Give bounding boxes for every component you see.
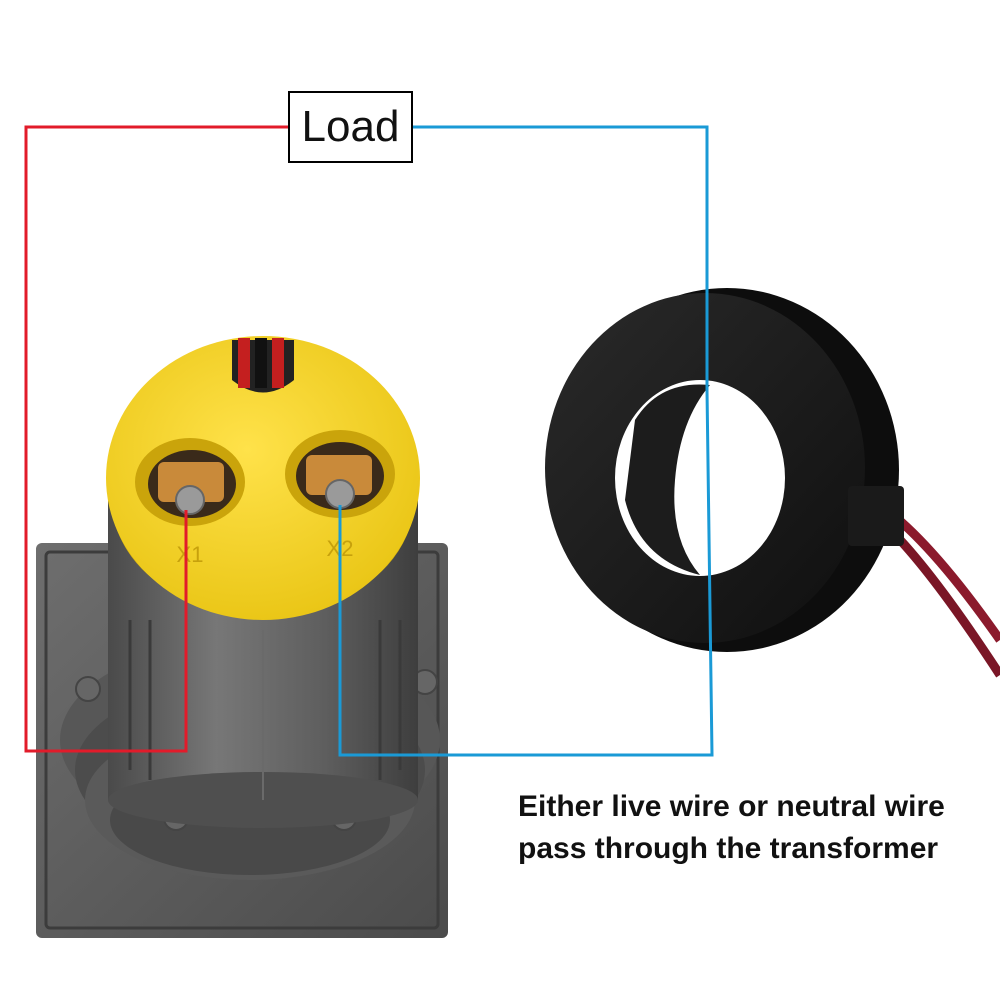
meter-yellow-face: X1 X2 [106, 336, 420, 620]
neutral-wire-through-transformer [338, 389, 714, 757]
load-label: Load [301, 102, 400, 151]
wiring-caption: Either live wire or neutral wire pass th… [518, 786, 988, 870]
current-transformer [545, 288, 1000, 678]
terminal-x2 [285, 430, 395, 518]
terminal-x1-label: X1 [177, 542, 204, 567]
terminal-x1 [135, 438, 245, 526]
neutral-wire [413, 125, 709, 390]
caption-line-1: Either live wire or neutral wire [518, 790, 945, 823]
live-wire [24, 125, 288, 753]
load-label-box: Load [288, 91, 413, 163]
caption-line-2: pass through the transformer [518, 832, 939, 865]
